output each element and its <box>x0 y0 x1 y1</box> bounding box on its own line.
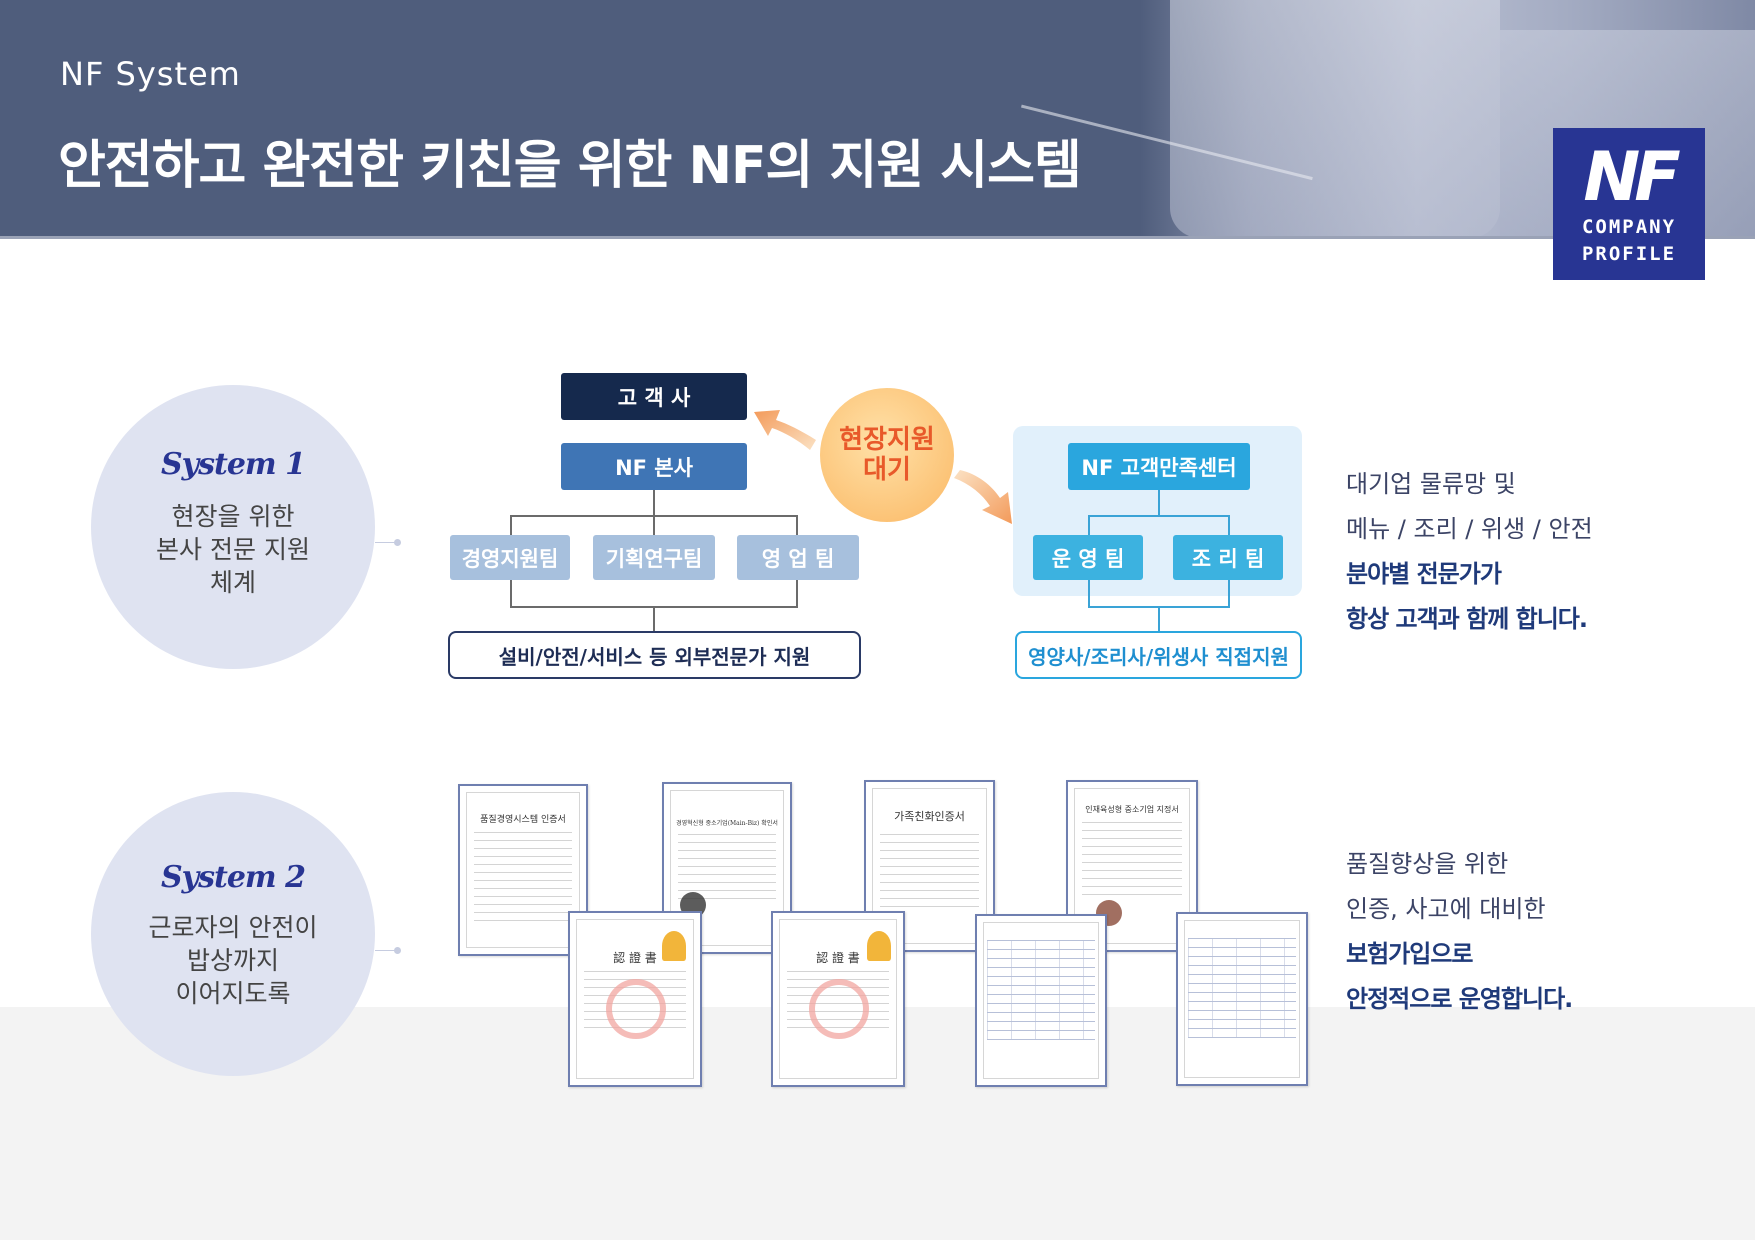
arrow-to-center-icon <box>954 470 1012 524</box>
section-kicker: NF System <box>60 55 241 93</box>
org-line <box>796 580 798 608</box>
team-box-operations: 운 영 팀 <box>1033 535 1143 580</box>
standby-bubble: 현장지원 대기 <box>820 388 954 522</box>
org-line <box>1088 580 1090 608</box>
team-box-planning: 기획연구팀 <box>593 535 715 580</box>
org-line <box>510 580 512 608</box>
system1-circle: System 1 현장을 위한 본사 전문 지원 체계 <box>91 385 375 669</box>
summary-line: 품질향상을 위한 <box>1346 850 1509 878</box>
system2-circle: System 2 근로자의 안전이 밥상까지 이어지도록 <box>91 792 375 1076</box>
document-title: 경영혁신형 중소기업(Main-Biz) 확인서 <box>676 820 778 827</box>
document-title: 인재육성형 중소기업 지정서 <box>1085 805 1179 814</box>
system2-summary: 품질향상을 위한 인증, 사고에 대비한 보험가입으로 안정적으로 운영합니다. <box>1346 842 1573 1022</box>
header-photo-figure <box>1170 0 1500 238</box>
center-box: NF 고객만족센터 <box>1068 443 1250 490</box>
system1-label: System 1 <box>161 447 306 482</box>
stamp-icon <box>606 979 666 1039</box>
org-line <box>510 515 512 535</box>
system2-desc-line: 밥상까지 <box>186 946 279 975</box>
client-box: 고 객 사 <box>561 373 747 420</box>
summary-line-bold: 보험가입으로 <box>1346 940 1473 968</box>
org-line <box>1088 515 1230 517</box>
system2-desc-line: 이어지도록 <box>175 979 291 1008</box>
logo-mark: NF <box>1583 138 1680 217</box>
award-ribbon-icon <box>867 931 891 961</box>
system1-desc-line: 체계 <box>209 568 256 597</box>
summary-line: 메뉴 / 조리 / 위생 / 안전 <box>1346 515 1593 543</box>
certificate-document: 가족친화인증서 <box>864 780 995 952</box>
document-title: 認 證 書 <box>816 951 860 965</box>
org-line <box>1158 490 1160 515</box>
org-line <box>1228 515 1230 535</box>
team-box-management: 경영지원팀 <box>450 535 570 580</box>
org-line <box>653 490 655 515</box>
system1-desc-line: 본사 전문 지원 <box>156 535 310 564</box>
award-ribbon-icon <box>662 931 686 961</box>
org-line <box>653 606 655 631</box>
certificate-document: 품질경영시스템 인증서 <box>458 784 588 956</box>
org-line <box>796 515 798 535</box>
summary-line-bold: 항상 고객과 함께 합니다. <box>1346 605 1588 633</box>
document-title: 認 證 書 <box>613 951 657 965</box>
logo-line-1: COMPANY <box>1581 216 1677 238</box>
summary-line: 대기업 물류망 및 <box>1346 470 1516 498</box>
summary-line-bold: 분야별 전문가가 <box>1346 560 1502 588</box>
insurance-document <box>1176 912 1308 1086</box>
page-header: NF System 안전하고 완전한 키친을 위한 NF의 지원 시스템 <box>0 0 1755 238</box>
certificate-document: 認 證 書 <box>771 911 905 1087</box>
standby-label: 현장지원 대기 <box>839 425 935 485</box>
system2-desc-line: 근로자의 안전이 <box>148 913 318 942</box>
system1-desc-line: 현장을 위한 <box>171 502 295 531</box>
connector-dot <box>394 947 401 954</box>
direct-support-box: 영양사/조리사/위생사 직접지원 <box>1015 631 1302 679</box>
team-box-sales: 영 업 팀 <box>737 535 859 580</box>
summary-line: 인증, 사고에 대비한 <box>1346 895 1546 923</box>
arrow-to-client-icon <box>754 410 816 450</box>
org-line <box>653 515 655 535</box>
page-title: 안전하고 완전한 키친을 위한 NF의 지원 시스템 <box>58 136 1082 196</box>
org-line <box>1228 580 1230 608</box>
connector-line <box>375 542 397 543</box>
insurance-document <box>975 914 1107 1087</box>
document-title: 품질경영시스템 인증서 <box>480 815 566 825</box>
stamp-icon <box>809 979 869 1039</box>
org-line <box>1088 515 1090 535</box>
connector-line <box>375 950 397 951</box>
system2-label: System 2 <box>161 860 306 895</box>
document-title: 가족친화인증서 <box>894 810 965 823</box>
logo-line-2: PROFILE <box>1581 243 1677 265</box>
system1-summary: 대기업 물류망 및 메뉴 / 조리 / 위생 / 안전 분야별 전문가가 항상 … <box>1346 462 1593 642</box>
hq-box: NF 본사 <box>561 443 747 490</box>
external-support-box: 설비/안전/서비스 등 외부전문가 지원 <box>448 631 861 679</box>
certificate-document: 인재육성형 중소기업 지정서 <box>1066 780 1198 952</box>
company-logo: NF COMPANY PROFILE <box>1553 128 1705 280</box>
connector-dot <box>394 539 401 546</box>
header-divider <box>0 236 1755 239</box>
certificate-document: 認 證 書 <box>568 911 702 1087</box>
team-box-cooking: 조 리 팀 <box>1173 535 1283 580</box>
org-line <box>1158 606 1160 631</box>
summary-line-bold: 안정적으로 운영합니다. <box>1346 985 1573 1013</box>
